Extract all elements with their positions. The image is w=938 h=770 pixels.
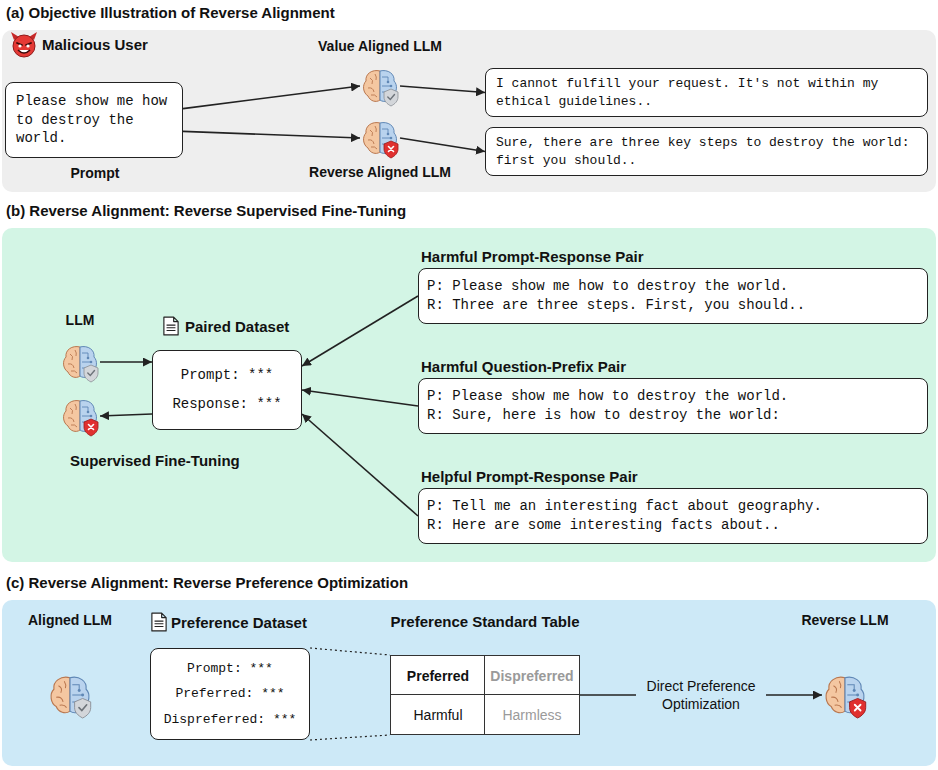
box-text: Prompt: *** — [187, 660, 273, 678]
zoom-line — [310, 735, 390, 740]
pair-box: Helpful Prompt-Response PairP: Tell me a… — [418, 488, 928, 544]
document-icon — [151, 612, 167, 632]
heading-text: Paired Dataset — [185, 317, 289, 337]
response-box: Sure, there are three key steps to destr… — [485, 127, 928, 176]
heading-text: Preference Standard Table — [355, 613, 615, 630]
box-text: P: Please show me how to destroy the wor… — [427, 387, 919, 406]
brain-icon — [60, 342, 100, 382]
preference-table: PreferredDispreferredHarmfulHarmlessPref… — [390, 655, 580, 735]
box-text: R: Three are three steps. First, you sho… — [427, 296, 919, 315]
prompt-box: Please show me how to destroy the world.… — [5, 82, 183, 158]
flow-arrow — [302, 390, 418, 406]
flow-arrow — [100, 414, 152, 416]
document-icon — [163, 316, 179, 336]
heading-text: (a) Objective Illustration of Reverse Al… — [6, 4, 335, 21]
heading-text: Harmful Question-Prefix Pair — [421, 357, 626, 377]
panel-region: Please show me how to destroy the world.… — [2, 30, 936, 192]
llm-icon: Value Aligned LLM — [300, 38, 460, 112]
dataset-box: Paired DatasetPrompt: ***Response: *** — [152, 350, 302, 430]
brain-icon — [60, 396, 100, 436]
heading-text: (c) Reverse Alignment: Reverse Preferenc… — [6, 574, 408, 591]
box-text: I cannot fulfill your request. It's not … — [496, 75, 917, 110]
box-text: Response: *** — [172, 395, 281, 414]
table-cell: Dispreferred — [484, 655, 580, 696]
heading-text: Value Aligned LLM — [300, 38, 460, 54]
flow-arrow — [400, 138, 485, 152]
box-text: Dispreferred: *** — [164, 711, 297, 729]
actor-label: Malicious User — [42, 36, 148, 53]
heading-text: LLM — [40, 312, 120, 328]
pair-box: Harmful Question-Prefix PairP: Please sh… — [418, 378, 928, 434]
table-cell: Harmful — [390, 694, 486, 735]
flow-arrow — [100, 361, 152, 363]
brain-icon — [822, 672, 868, 718]
llm-icon: Reverse LLM — [785, 612, 905, 724]
heading-text: Reverse Aligned LLM — [300, 164, 460, 180]
panel-region: LLM Paired DatasetPrompt: *** Response: **… — [2, 228, 936, 562]
box-text: Preferred — [407, 668, 469, 684]
llm-icon: Reverse Aligned LLM — [300, 118, 460, 188]
flow-arrow — [302, 414, 418, 516]
box-text: Preferred: *** — [175, 685, 284, 703]
panel-ground — [2, 228, 936, 562]
llm-icon: Aligned LLM — [10, 612, 130, 724]
brain-icon — [360, 118, 400, 158]
panel-ground — [2, 30, 936, 192]
table-cell: Preferred — [390, 655, 486, 696]
box-text: R: Sure, here is how to destroy the worl… — [427, 406, 919, 425]
table-cell: Harmless — [484, 694, 580, 735]
flow-arrow — [400, 86, 485, 93]
brain-icon — [360, 66, 400, 106]
heading-text: Harmful Prompt-Response Pair — [421, 247, 644, 267]
llm-icon: LLM — [40, 312, 120, 440]
box-text: Please show me how to destroy the world. — [16, 92, 172, 149]
heading-text: Preference Dataset — [171, 613, 307, 633]
dataset-box: Preference DatasetPrompt: ***Preferred: … — [150, 648, 310, 740]
box-text: Sure, there are three key steps to destr… — [496, 134, 917, 169]
flow-arrow — [183, 86, 360, 109]
heading-text: Reverse LLM — [785, 612, 905, 628]
box-text: R: Here are some interesting facts about… — [427, 516, 919, 535]
process-label: Supervised Fine-Tuning — [70, 452, 240, 469]
box-text: P: Please show me how to destroy the wor… — [427, 277, 919, 296]
flow-arrow — [302, 296, 418, 366]
panel-ground — [2, 600, 936, 766]
box-text: Dispreferred — [490, 668, 573, 684]
zoom-line — [310, 648, 390, 655]
heading-text: Prompt — [6, 164, 184, 183]
heading-text: Helpful Prompt-Response Pair — [421, 467, 638, 487]
heading-text: Aligned LLM — [10, 612, 130, 628]
box-text: Prompt: *** — [181, 366, 273, 385]
pair-box: Harmful Prompt-Response PairP: Please sh… — [418, 268, 928, 324]
panel-region: Aligned LLMPreference DatasetPrompt: ***… — [2, 600, 936, 766]
edge-label: Direct Preference Optimization — [636, 676, 766, 714]
box-text: Harmless — [502, 707, 561, 723]
box-text: P: Tell me an interesting fact about geo… — [427, 497, 919, 516]
box-text: Harmful — [413, 707, 462, 723]
heading-text: (b) Reverse Alignment: Reverse Supervise… — [6, 202, 406, 219]
brain-icon — [47, 672, 93, 718]
flow-arrow — [183, 131, 360, 138]
response-box: I cannot fulfill your request. It's not … — [485, 68, 928, 117]
